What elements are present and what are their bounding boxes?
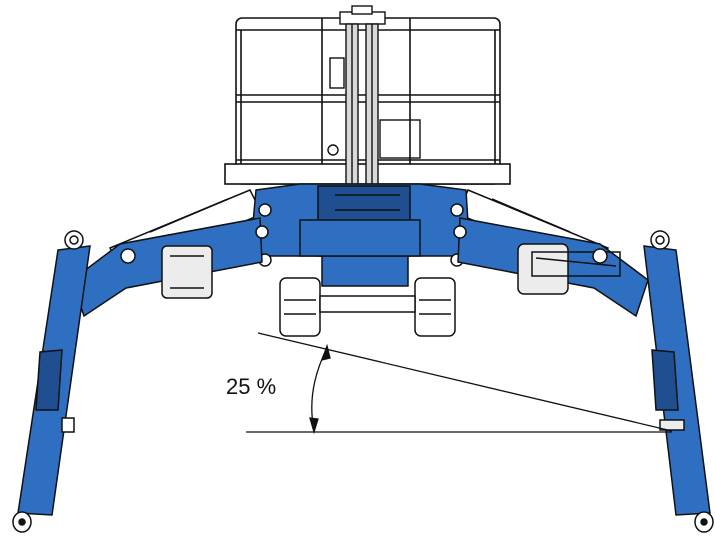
central-chassis	[249, 183, 471, 287]
left-outrigger-leg	[12, 230, 91, 533]
angle-arc	[311, 347, 328, 431]
slope-annotation	[246, 332, 673, 435]
left-outrigger-beam	[71, 217, 269, 318]
crawler-tracks	[279, 277, 456, 337]
arc-arrowhead-bottom	[309, 417, 319, 435]
right-outrigger-beam	[453, 217, 649, 318]
slope-label: 25 %	[226, 374, 276, 399]
slope-line	[257, 332, 673, 432]
arc-arrowhead-top	[320, 343, 331, 361]
right-outrigger-leg	[643, 230, 714, 533]
